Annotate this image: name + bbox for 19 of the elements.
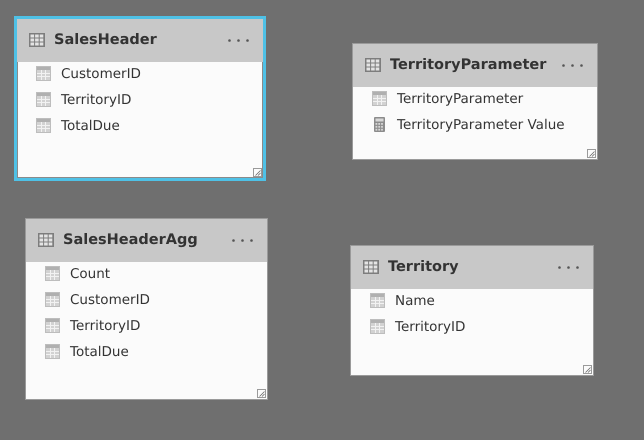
field-name: Name [395, 292, 435, 311]
table-name: TerritoryParameter [390, 56, 546, 74]
table-card [25, 218, 268, 400]
field-name: TerritoryParameter Value [397, 116, 565, 135]
field-name: Count [70, 265, 110, 284]
field-name: CustomerID [61, 65, 141, 84]
table-name: Territory [388, 258, 459, 276]
table-card [352, 43, 598, 160]
table-name: SalesHeaderAgg [63, 231, 198, 249]
field-name: CustomerID [70, 291, 150, 310]
field-name: TotalDue [70, 343, 129, 362]
table-name: SalesHeader [54, 31, 157, 49]
field-name: TerritoryID [395, 318, 466, 337]
table-card [14, 16, 266, 181]
field-name: TotalDue [61, 117, 120, 136]
table-card [350, 245, 594, 376]
field-name: TerritoryID [70, 317, 140, 336]
field-name: TerritoryID [61, 91, 132, 110]
field-name: TerritoryParameter [397, 90, 524, 109]
